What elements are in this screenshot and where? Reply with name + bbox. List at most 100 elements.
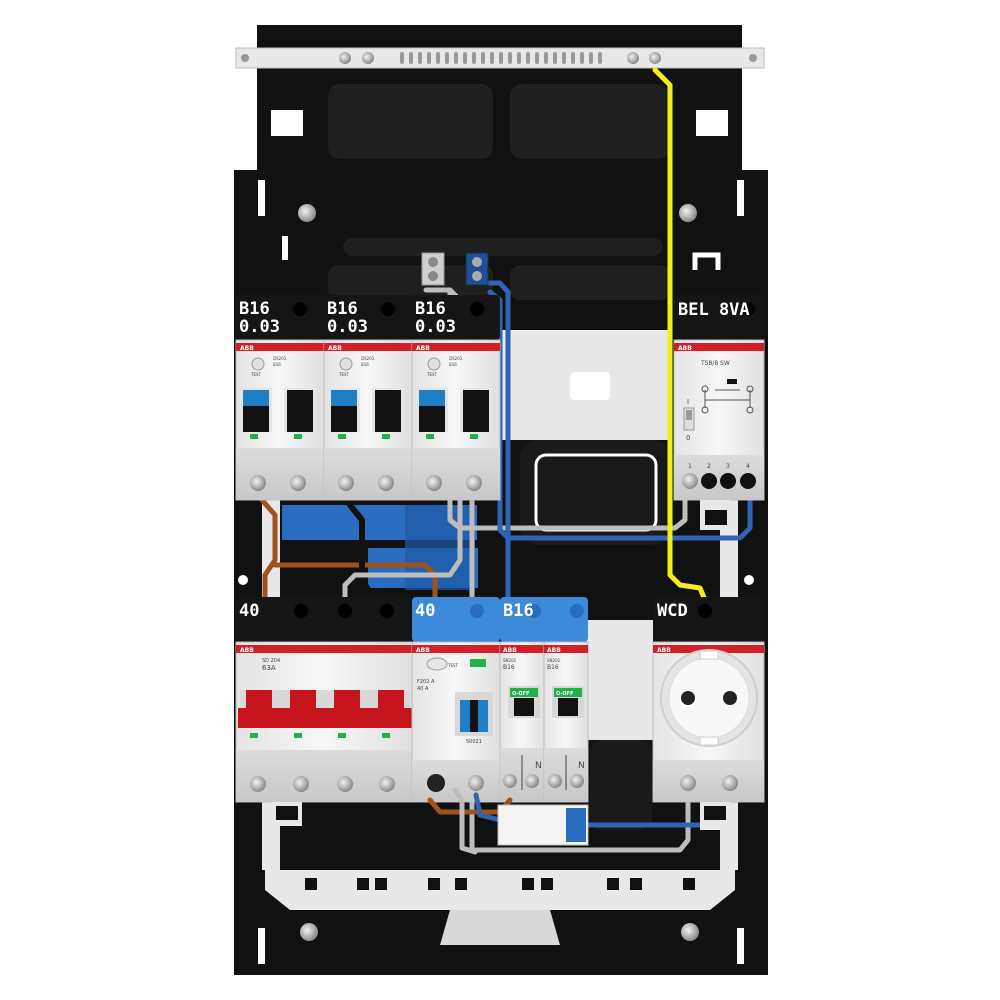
switch-on-label: I — [687, 398, 689, 406]
terminal-screw-icon — [503, 774, 517, 788]
label-bar-rcbo-2: B16 0.03 — [324, 295, 412, 340]
rcbo-breaker-2[interactable]: ABB TEST DS201 B16 — [323, 339, 413, 501]
terminal-screw-icon — [250, 475, 266, 491]
rcbo-label-line2: 0.03 — [327, 317, 368, 337]
toggle-lever[interactable] — [419, 390, 445, 406]
rcbo-label-line1: B16 — [327, 299, 358, 319]
status-indicator — [250, 434, 258, 439]
main-switch-label: 40 — [239, 601, 259, 621]
status-indicator — [382, 434, 390, 439]
status-indicator — [470, 659, 486, 667]
terminal-number: 3 — [726, 463, 730, 470]
mcb-breaker-2[interactable]: ABB SN201 B16 O-OFF N — [543, 641, 589, 803]
toggle-lever[interactable] — [375, 390, 401, 406]
mcb-state: O-OFF — [512, 691, 530, 697]
terminal-screw-icon — [701, 473, 717, 489]
terminal-screw-icon — [427, 774, 445, 792]
mcb-rating: B16 — [547, 664, 559, 671]
status-indicator — [338, 434, 346, 439]
rcbo-label-line2: 0.03 — [415, 317, 456, 337]
label-bar-mcb: B16 — [500, 597, 588, 642]
test-button[interactable] — [426, 657, 448, 671]
test-button[interactable] — [251, 357, 265, 371]
terminal-screw-icon — [378, 475, 394, 491]
toggle-lever[interactable] — [558, 698, 578, 716]
bell-transformer[interactable]: ABB TS8/8 SW I 0 1 2 3 4 — [673, 339, 765, 530]
socket-pin-hole — [723, 691, 737, 705]
status-indicator — [338, 733, 346, 738]
test-label: TEST — [338, 372, 350, 377]
rail-panel — [500, 330, 672, 830]
model-text: DS201 — [361, 356, 375, 361]
test-button[interactable] — [427, 357, 441, 371]
rcbo-breaker-1[interactable]: ABB TEST DS201 B16 — [235, 339, 325, 501]
model-text: DS201 — [273, 356, 287, 361]
rcd-label: 40 — [415, 601, 435, 621]
terminal-screw-icon — [680, 775, 696, 791]
status-indicator — [426, 434, 434, 439]
top-rail — [235, 47, 765, 69]
model-text: DS201 — [449, 356, 463, 361]
toggle-lever[interactable] — [463, 390, 489, 406]
neutral-connector — [497, 804, 589, 846]
switch-off-label: 0 — [686, 434, 690, 442]
terminal-number: 1 — [688, 463, 692, 470]
test-button[interactable] — [339, 357, 353, 371]
status-indicator — [294, 733, 302, 738]
terminal-screw-icon — [337, 776, 353, 792]
mcb-breaker-1[interactable]: ABB SN201 B16 O-OFF N — [499, 641, 545, 803]
toggle-lever[interactable] — [246, 690, 272, 710]
terminal-screw-icon — [720, 473, 736, 489]
mcb-rating: B16 — [503, 664, 515, 671]
status-indicator — [382, 733, 390, 738]
toggle-lever[interactable] — [334, 690, 360, 710]
socket-pin-hole — [681, 691, 695, 705]
toggle-lever[interactable] — [331, 390, 357, 406]
terminal-number: 4 — [746, 463, 750, 470]
toggle-lever[interactable] — [378, 690, 404, 710]
bell-transformer-label: BEL 8VA — [678, 300, 750, 320]
main-switch[interactable]: ABB SD 204 63A — [235, 641, 413, 826]
socket-outlet[interactable]: ABB — [652, 641, 765, 830]
mcb-state: O-OFF — [556, 691, 574, 697]
label-bar-main-switch: 40 — [236, 597, 412, 642]
status-indicator — [510, 688, 538, 697]
label-bar-rcd: 40 — [412, 597, 500, 642]
socket-label: WCD — [657, 601, 688, 621]
main-switch-rating: 63A — [262, 664, 276, 672]
neutral-label: N — [535, 761, 542, 771]
terminal-screw-icon — [682, 473, 698, 489]
terminal-number: 2 — [707, 463, 711, 470]
abb-logo: ABB — [416, 345, 430, 352]
toggle-lever[interactable] — [290, 690, 316, 710]
terminal-screw-icon — [548, 774, 562, 788]
terminal-screw-icon — [338, 475, 354, 491]
rcbo-label-line1: B16 — [415, 299, 446, 319]
test-label: TEST — [426, 372, 438, 377]
abb-logo: ABB — [416, 647, 430, 654]
status-indicator — [554, 688, 582, 697]
label-bar-socket: WCD — [653, 597, 764, 642]
abb-logo: ABB — [503, 647, 517, 654]
label-bar-bell: BEL 8VA — [674, 295, 764, 340]
mounting-screw-icon — [298, 204, 699, 941]
residual-current-device[interactable]: ABB TEST F202 A 40 A S0021 — [411, 641, 501, 803]
toggle-lever[interactable] — [243, 390, 269, 406]
terminal-screw-icon — [379, 776, 395, 792]
mcb-model: SN201 — [547, 658, 561, 663]
label-bar-rcbo-3: B16 0.03 — [412, 295, 500, 340]
rating-text: B16 — [273, 362, 281, 367]
status-indicator — [294, 434, 302, 439]
rcbo-label-line2: 0.03 — [239, 317, 280, 337]
mcb-model: SN201 — [503, 658, 517, 663]
rcbo-breaker-3[interactable]: ABB TEST DS201 B16 — [411, 339, 501, 501]
test-label: TEST — [447, 663, 459, 668]
abb-logo: ABB — [240, 647, 254, 654]
terminal-screw-icon — [468, 775, 484, 791]
abb-logo: ABB — [657, 647, 671, 654]
transformer-model: TS8/8 SW — [700, 360, 730, 367]
abb-logo: ABB — [678, 345, 692, 352]
toggle-lever[interactable] — [514, 698, 534, 716]
toggle-lever[interactable] — [287, 390, 313, 406]
